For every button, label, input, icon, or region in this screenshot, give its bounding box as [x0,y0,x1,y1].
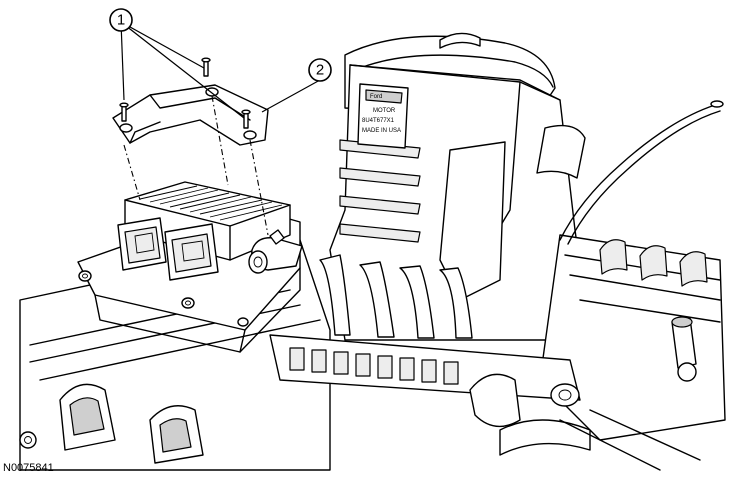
bracket-hole-right-icon [243,130,257,140]
logo-text-line2: MOTOR [373,108,396,114]
heat-sink-fins [139,185,283,221]
collar-teeth [289,347,459,385]
air-cleaner-housing: Ford MOTOR 8U4T677X1 MADE IN USA [319,32,591,341]
intake-manifold [539,100,726,441]
bolt-1c-icon [241,109,251,129]
bolt-1b-icon [201,57,211,77]
callout-1: 1 [109,8,245,119]
bracket-hole-left-icon [119,123,133,133]
lower-collar [269,334,701,471]
callout-1-number: 1 [117,12,125,29]
logo-text-line1: Ford [370,94,382,100]
upper-bracket [112,84,269,146]
control-module [117,181,303,281]
callout-2-number: 2 [316,62,324,79]
part-number-text: 8U4T677X1 [362,118,395,124]
bolt-lower-left-icon [19,431,37,449]
callout-2: 2 [261,58,332,113]
bolt-1a-icon [119,102,129,122]
module-connector-left [117,217,167,271]
housing-legs [319,254,473,339]
housing-label-plate: Ford MOTOR 8U4T677X1 MADE IN USA [357,83,409,149]
hose-clamp-icon [550,383,580,407]
bolt-plate-mid-icon [181,297,195,309]
bolt-plate-left-icon [78,270,92,282]
harness-connector [248,229,303,274]
figure-id: N0075841 [3,462,54,474]
module-connector-right [164,223,219,281]
alignment-lines [123,95,269,236]
bolt-plate-right-icon [237,317,249,327]
made-in-text: MADE IN USA [362,128,401,134]
sensor-icon [671,316,697,382]
